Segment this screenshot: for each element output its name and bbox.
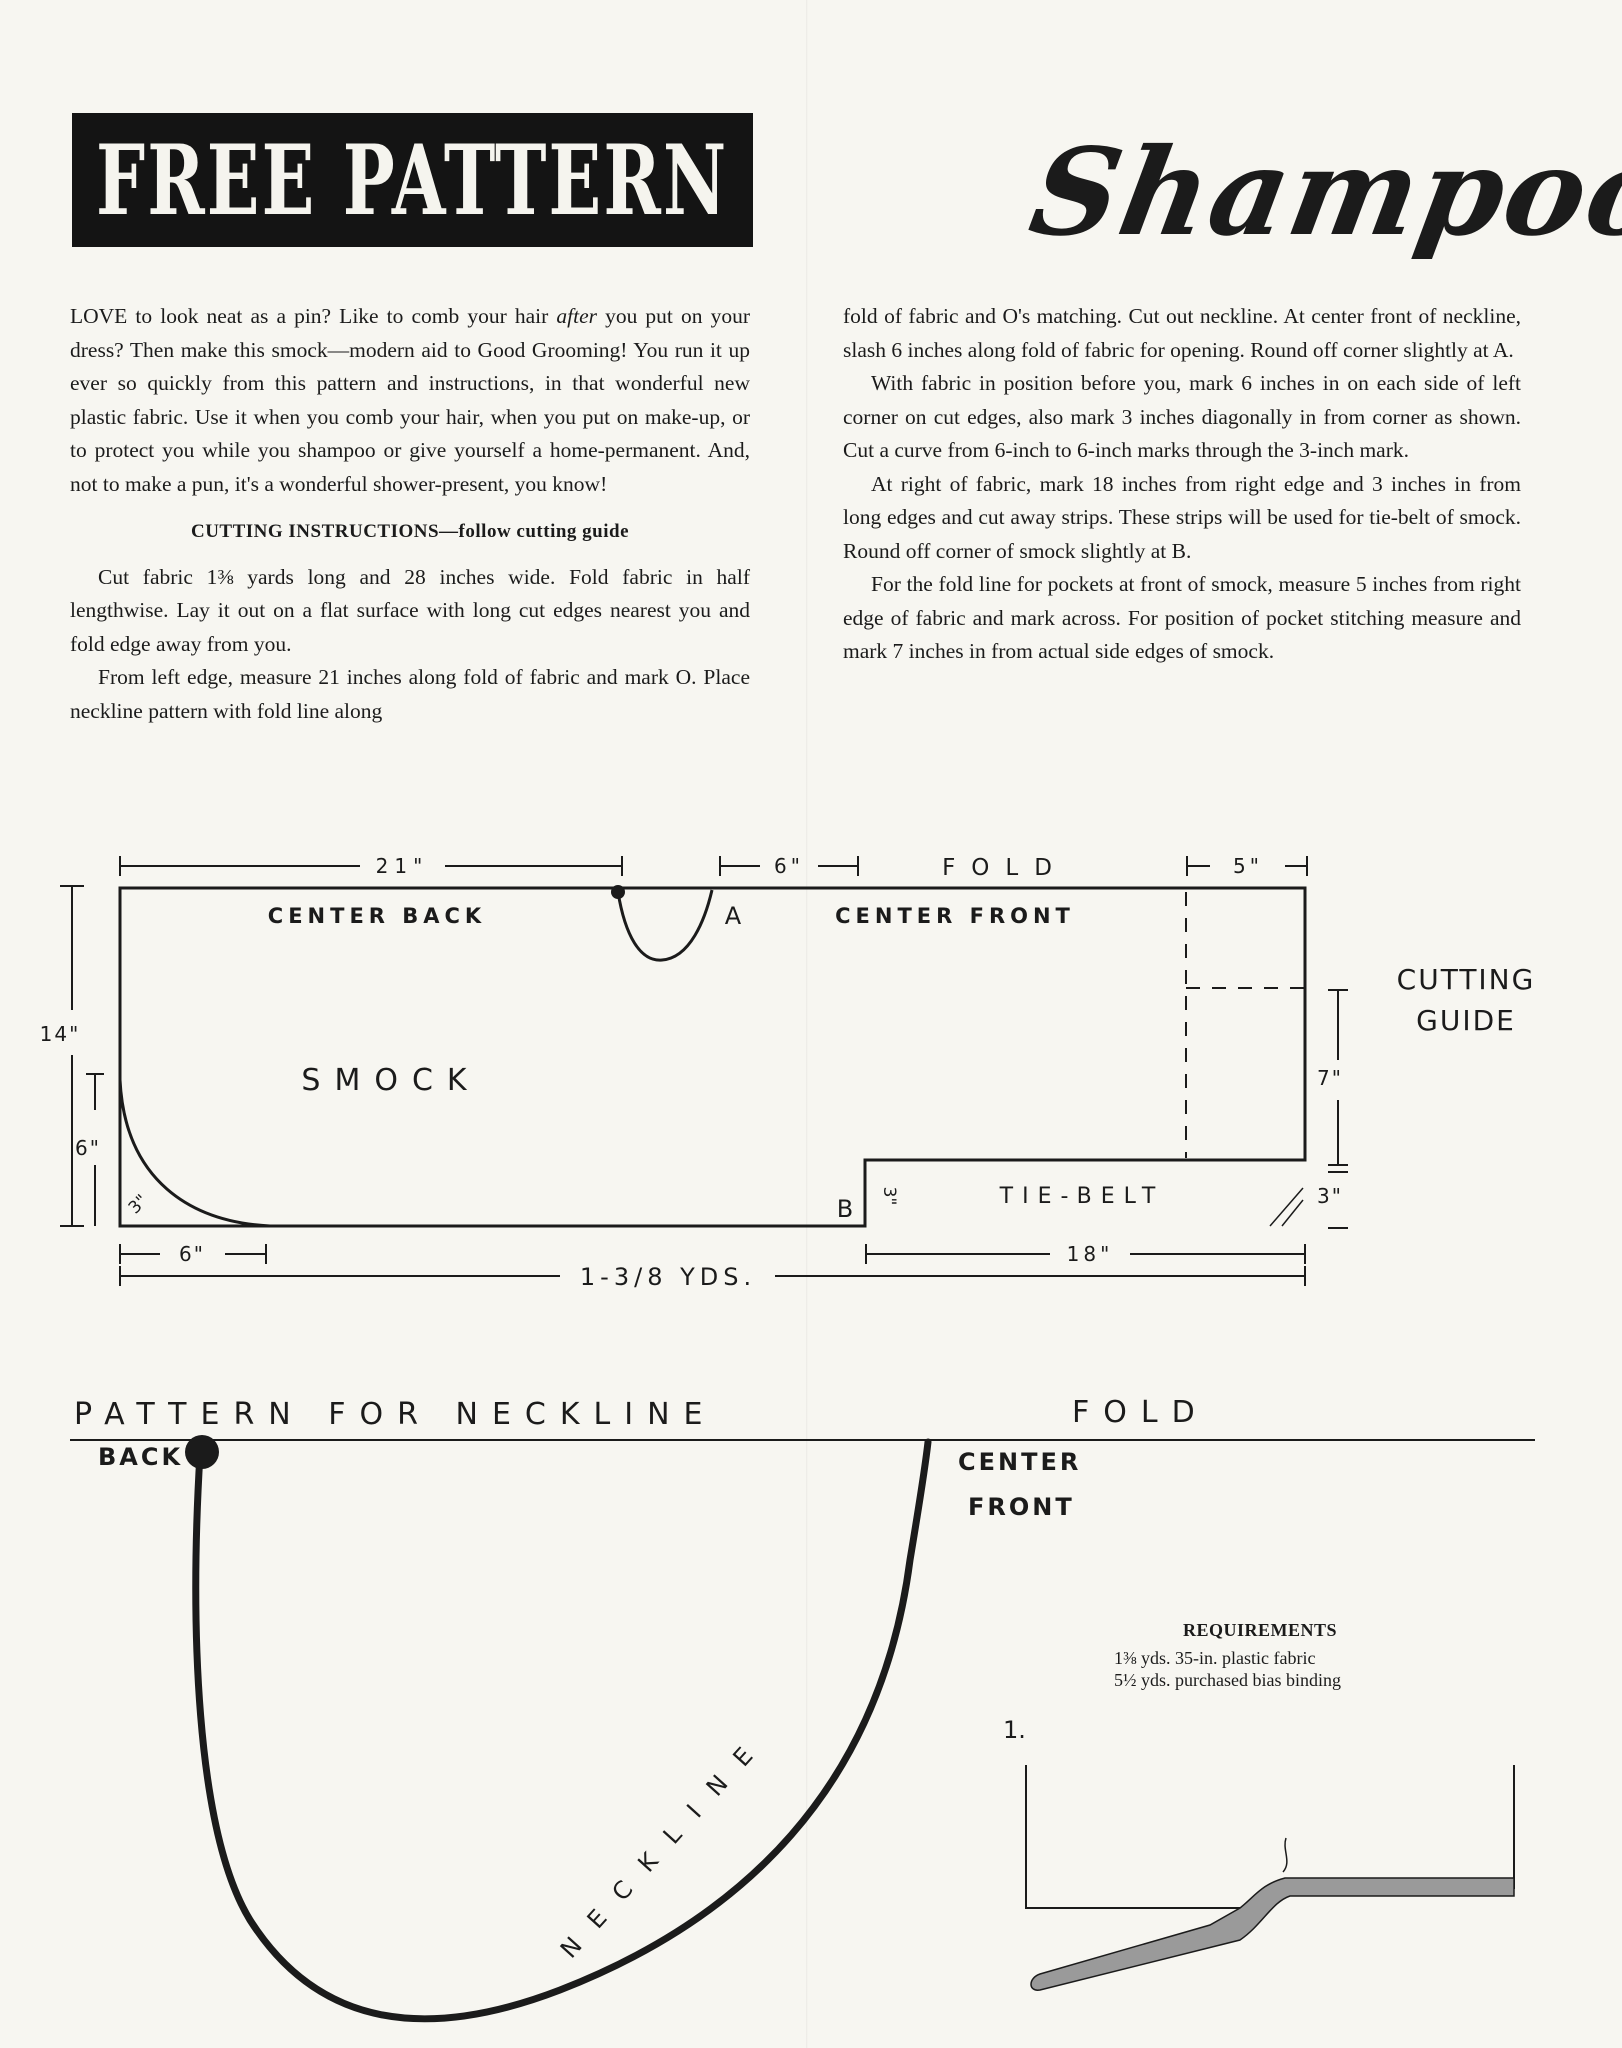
dim-5-label: 5" <box>1233 854 1263 878</box>
center-back-label: CENTER BACK <box>268 904 486 928</box>
dim-21-label: 21" <box>376 854 429 878</box>
cutting-paragraph-1: Cut fabric 1⅜ yards long and 28 inches w… <box>70 564 750 656</box>
cutting-guide <box>60 856 1348 1286</box>
cutting-guide-title-1: CUTTING <box>1397 963 1536 996</box>
neckline-title: PATTERN FOR NECKLINE <box>74 1397 717 1432</box>
free-pattern-banner: FREE PATTERN <box>72 113 753 247</box>
back-label: BACK <box>98 1443 183 1471</box>
neckline-curve-label: NECKLINE <box>555 1726 773 1964</box>
dim-18-label: 18" <box>1067 1242 1114 1266</box>
mark-b-label: B <box>837 1195 853 1223</box>
requirement-binding: 5½ yds. purchased bias binding <box>1114 1670 1341 1690</box>
cutting-paragraph-3: fold of fabric and O's matching. Cut out… <box>843 304 1521 362</box>
cutting-instructions-heading: CUTTING INSTRUCTIONS—follow cutting guid… <box>190 521 630 542</box>
neckline-pattern: PATTERN FOR NECKLINE FOLD BACK CENTER FR… <box>70 1395 1535 2023</box>
dim-14-label: 14" <box>40 1022 81 1046</box>
dim-3-belt-label: 3" <box>879 1187 899 1206</box>
neckline-fold-label: FOLD <box>1072 1395 1209 1430</box>
cutting-paragraph-6: For the fold line for pockets at front o… <box>843 572 1521 663</box>
smock-label: SMOCK <box>301 1063 480 1098</box>
fold-label: FOLD <box>942 855 1068 881</box>
requirements-box: REQUIREMENTS 1⅜ yds. 35-in. plastic fabr… <box>1100 1620 1420 1691</box>
left-text-column: LOVE to look neat as a pin? Like to comb… <box>70 300 750 728</box>
dim-3-right-label: 3" <box>1317 1184 1343 1208</box>
figure-1: 1. <box>1003 1716 1515 1991</box>
center-front-label: CENTER FRONT <box>835 904 1075 928</box>
neckline-curve <box>192 1438 932 2023</box>
dim-3-corner-label: 3" <box>125 1191 152 1218</box>
requirement-fabric: 1⅜ yds. 35-in. plastic fabric <box>1114 1648 1316 1668</box>
requirements-title: REQUIREMENTS <box>1182 1620 1338 1640</box>
page-fold-shadow <box>806 0 808 2048</box>
dim-6-top-label: 6" <box>774 854 804 878</box>
cutting-guide-labels: 21" 6" FOLD 5" CENTER BACK A CENTER FRON… <box>40 854 1536 1291</box>
corner-curve <box>118 1079 271 1228</box>
neckline-cutout <box>616 889 714 962</box>
tie-belt-label: TIE-BELT <box>999 1184 1165 1209</box>
cutting-paragraph-5: At right of fabric, mark 18 inches from … <box>843 471 1521 563</box>
right-text-column: fold of fabric and O's matching. Cut out… <box>843 300 1521 669</box>
cutting-paragraph-2: From left edge, measure 21 inches along … <box>70 665 750 723</box>
mark-a-label: A <box>725 902 742 930</box>
total-length-label: 1-3/8 YDS. <box>580 1263 756 1291</box>
smock-outline <box>118 886 1307 1228</box>
dim-6-bottom-label: 6" <box>179 1242 205 1266</box>
cutting-guide-title-2: GUIDE <box>1416 1004 1516 1037</box>
banner-title: FREE PATTERN <box>96 123 729 237</box>
neckline-center-front-1: CENTER <box>958 1448 1081 1476</box>
back-dot <box>185 1435 219 1469</box>
dim-7-label: 7" <box>1317 1066 1343 1090</box>
figure-number: 1. <box>1003 1716 1026 1744</box>
intro-paragraph: LOVE to look neat as a pin? Like to comb… <box>70 304 750 496</box>
dim-6-left-label: 6" <box>75 1136 101 1160</box>
neckline-center-front-2: FRONT <box>968 1493 1075 1521</box>
bias-binding-strip <box>1030 1877 1515 1991</box>
cutting-paragraph-4: With fabric in position before you, mark… <box>843 371 1521 462</box>
